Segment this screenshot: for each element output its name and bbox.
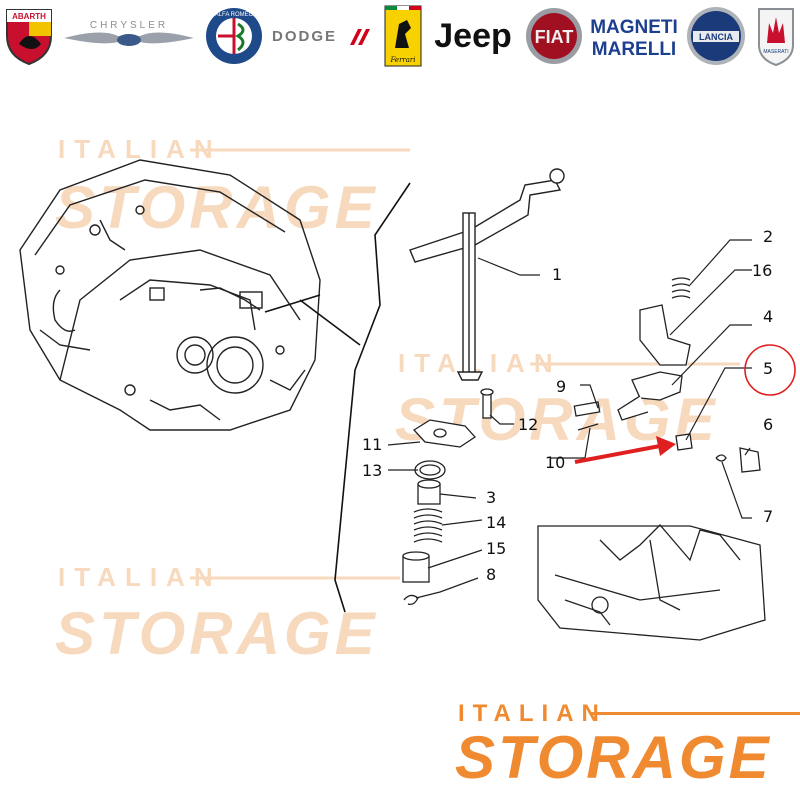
- footer-logo-italian: ITALIAN: [458, 700, 607, 727]
- section-divider: [264, 182, 411, 613]
- marelli-text: MARELLI: [592, 39, 676, 60]
- lancia-logo: LANCIA: [684, 6, 748, 66]
- callout-12: 12: [518, 415, 538, 434]
- svg-text:STORAGE: STORAGE: [55, 174, 379, 241]
- abarth-logo: ABARTH: [2, 6, 56, 66]
- callout-15: 15: [486, 539, 506, 558]
- chrysler-logo: CHRYSLER: [62, 6, 196, 66]
- dodge-text: DODGE: [272, 28, 337, 45]
- callout-16: 16: [752, 261, 772, 280]
- highlight-arrow: [574, 436, 676, 464]
- dodge-logo: DODGE: [270, 6, 376, 66]
- highlight-circle: [744, 344, 796, 396]
- cover-plate-part: [412, 388, 494, 448]
- alfa-romeo-text: ALFA ROMEO: [215, 12, 254, 18]
- svg-text:STORAGE: STORAGE: [55, 600, 379, 667]
- magneti-marelli-logo: MAGNETI MARELLI: [588, 6, 680, 66]
- watermark-lower: ITALIAN STORAGE: [55, 562, 400, 667]
- jeep-logo: Jeep: [428, 6, 518, 66]
- callout-4: 4: [763, 307, 773, 326]
- seal-bushing-spring-parts: [402, 460, 446, 606]
- ferrari-text: Ferrari: [389, 56, 415, 64]
- callout-2: 2: [763, 227, 773, 246]
- callout-9: 9: [556, 377, 566, 396]
- alfa-romeo-logo: ALFA ROMEO: [204, 6, 264, 66]
- fiat-logo: FIAT: [524, 6, 584, 66]
- callout-labels: 1 2 16 4 5 6 7 9 10 12 11 13 3 14 15 8: [362, 227, 773, 584]
- callout-14: 14: [486, 513, 506, 532]
- callout-7: 7: [763, 507, 773, 526]
- right-side-parts: [573, 277, 761, 473]
- abarth-text: ABARTH: [12, 12, 46, 21]
- callout-10: 10: [545, 453, 565, 472]
- lancia-text: LANCIA: [699, 32, 733, 42]
- callout-5: 5: [763, 359, 773, 378]
- maserati-logo: MASERATI: [754, 6, 798, 67]
- callout-13: 13: [362, 461, 382, 480]
- gearbox-housing-drawing: [19, 159, 321, 431]
- fiat-text: FIAT: [535, 27, 574, 47]
- callout-11: 11: [362, 435, 382, 454]
- callout-6: 6: [763, 415, 773, 434]
- callout-8: 8: [486, 565, 496, 584]
- callout-1: 1: [552, 265, 562, 284]
- chrysler-text: CHRYSLER: [90, 20, 168, 31]
- maserati-text: MASERATI: [763, 49, 788, 55]
- shift-fork-assembly: [537, 524, 766, 641]
- magneti-text: MAGNETI: [590, 17, 678, 38]
- ferrari-logo: Ferrari: [382, 5, 424, 67]
- selector-shaft-part: [409, 168, 565, 381]
- footer-logo-rule: [590, 712, 800, 715]
- jeep-text: Jeep: [434, 16, 512, 55]
- svg-text:ITALIAN: ITALIAN: [58, 562, 222, 592]
- brand-logo-bar: ABARTH CHRYSLER ALFA ROMEO DODGE: [0, 0, 800, 76]
- leader-lines: [387, 239, 752, 599]
- footer-logo-storage: STORAGE: [455, 724, 772, 791]
- svg-text:ITALIAN: ITALIAN: [58, 134, 222, 164]
- watermark-upper: ITALIAN STORAGE: [55, 134, 410, 241]
- callout-3: 3: [486, 488, 496, 507]
